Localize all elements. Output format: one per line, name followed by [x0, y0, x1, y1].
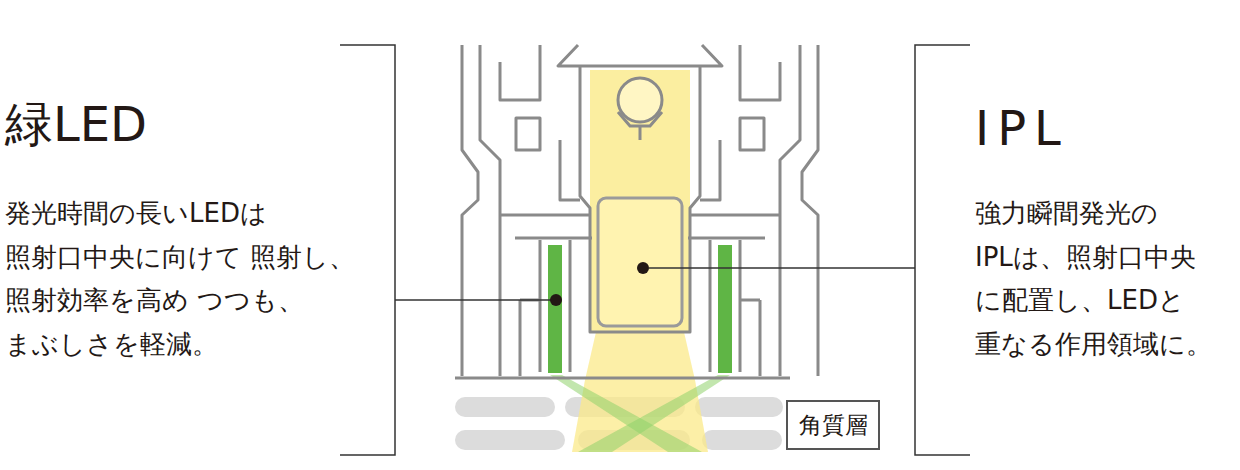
housing: [462, 45, 640, 376]
leader-line: [395, 299, 552, 301]
ipl-lamp: [590, 70, 690, 332]
bulb-mount: [618, 112, 662, 140]
description: 発光時間の長いLEDは 照射口中央に向けて 照射し、照射効率を高め つつも、まぶ…: [5, 192, 385, 366]
device-base: [455, 377, 790, 380]
green-led: [548, 245, 562, 373]
layer-label: 角質層: [799, 410, 868, 441]
ipl-bulb: [618, 78, 662, 122]
label-box: 角質層: [786, 400, 880, 450]
bracket: [915, 45, 970, 455]
ipl-window: [598, 198, 682, 326]
leader-dot: [550, 294, 562, 306]
description: 強力瞬間発光の IPLは、照射口中央 に配置し、LEDと 重なる作用領域に。: [975, 192, 1237, 366]
leader-line: [649, 267, 915, 269]
leader-dot: [637, 262, 649, 274]
heading: IPL: [975, 100, 1069, 156]
heading: 緑LED: [5, 96, 147, 152]
